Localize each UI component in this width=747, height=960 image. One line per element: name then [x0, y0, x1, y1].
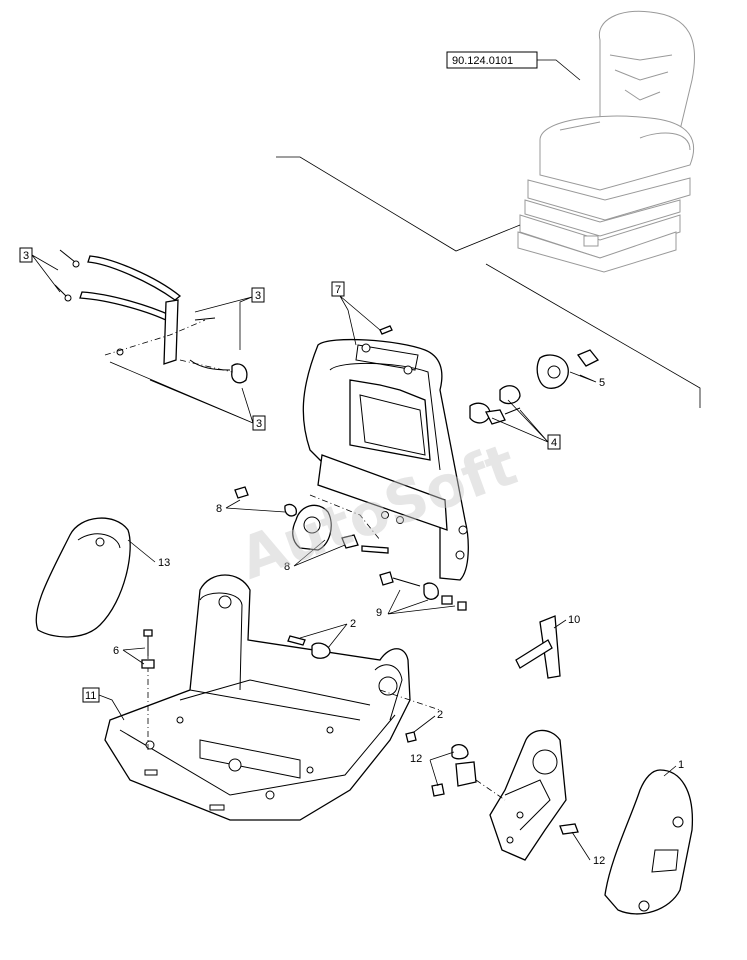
callout-4: 4	[491, 399, 561, 450]
reference-part-number: 90.124.0101	[452, 55, 513, 67]
callout-8b: 8	[284, 539, 346, 573]
svg-text:8: 8	[284, 561, 290, 573]
svg-text:13: 13	[158, 557, 170, 569]
svg-text:7: 7	[335, 284, 341, 296]
callout-7: 7	[331, 281, 393, 346]
seat-base-frame	[104, 574, 441, 821]
svg-text:10: 10	[568, 614, 580, 626]
callout-5: 5	[569, 371, 605, 389]
callout-6: 6	[113, 645, 146, 665]
spring-set-12	[431, 743, 506, 801]
backrest-frame	[302, 338, 469, 581]
callout-8a: 8	[216, 499, 286, 515]
stud-set-6	[141, 629, 155, 669]
svg-text:1: 1	[678, 759, 684, 771]
callout-3c: 3	[109, 361, 266, 431]
callout-2a: 2	[299, 618, 356, 649]
nut-2-lower	[405, 731, 417, 743]
reference-seat-assembly	[517, 10, 696, 273]
svg-text:2: 2	[437, 709, 443, 721]
reference-line-lower	[485, 263, 701, 408]
handle-10	[515, 615, 561, 679]
callout-12a: 12	[410, 751, 455, 787]
side-cover-13	[35, 517, 131, 638]
callout-13: 13	[127, 539, 170, 569]
callout-9: 9	[376, 589, 456, 619]
callout-1: 1	[663, 759, 684, 777]
callout-12b: 12	[571, 831, 605, 867]
svg-text:5: 5	[599, 377, 605, 389]
pivot-hardware-left	[234, 486, 389, 554]
svg-text:11: 11	[85, 690, 96, 702]
svg-text:9: 9	[376, 607, 382, 619]
svg-text:3: 3	[23, 250, 29, 262]
svg-text:3: 3	[256, 418, 262, 430]
callout-11: 11	[82, 687, 125, 721]
svg-text:2: 2	[350, 618, 356, 630]
cable-assembly-3	[54, 249, 248, 384]
recliner-hardware	[469, 349, 600, 425]
side-frame-right	[489, 729, 579, 861]
bolt-set-9	[379, 571, 467, 611]
reference-line-upper	[276, 156, 521, 252]
callout-2b: 2	[413, 709, 443, 733]
svg-text:12: 12	[410, 753, 422, 765]
svg-text:8: 8	[216, 503, 222, 515]
svg-text:3: 3	[255, 290, 261, 302]
callout-3a: 3	[19, 247, 61, 293]
spacer-2-upper	[287, 635, 331, 659]
callout-10: 10	[553, 614, 580, 629]
svg-text:12: 12	[593, 855, 605, 867]
reference-callout: 90.124.0101	[446, 51, 581, 81]
svg-text:6: 6	[113, 645, 119, 657]
callout-3b: 3	[194, 287, 265, 350]
svg-text:4: 4	[551, 437, 557, 449]
side-cover-1	[604, 769, 694, 915]
